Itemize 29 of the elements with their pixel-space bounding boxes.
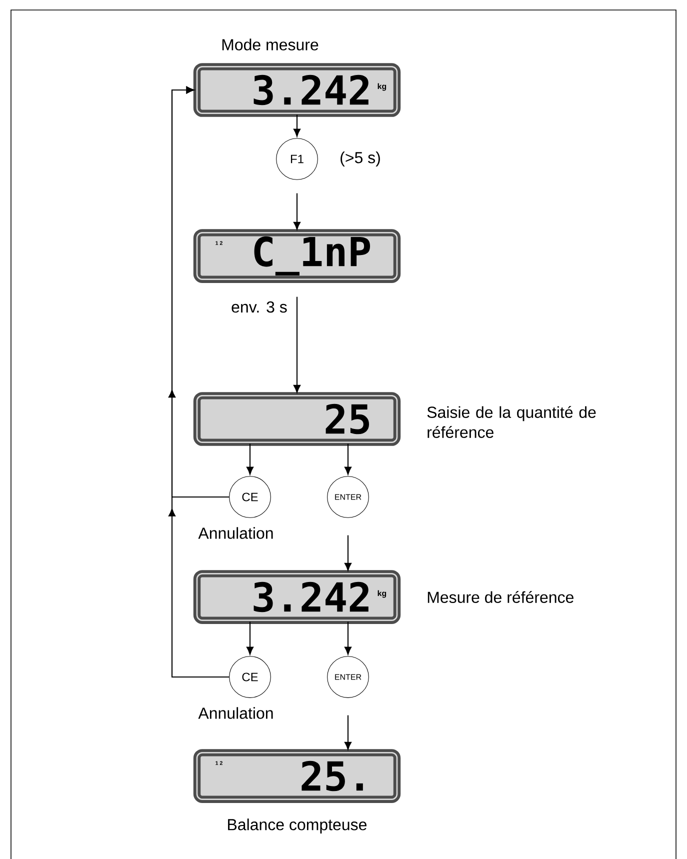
arrow xyxy=(293,114,301,137)
display-reading: 25 xyxy=(326,404,370,434)
unit-label: kg xyxy=(378,590,386,598)
key-button: ENTER xyxy=(327,476,369,518)
key-button: F1 xyxy=(276,138,318,180)
key-button: ENTER xyxy=(327,656,369,698)
step-caption: Saisie de la quantité de référence xyxy=(427,406,596,438)
arrow xyxy=(246,444,254,475)
display-reading: 3.242 xyxy=(254,74,368,106)
arrow xyxy=(344,622,352,655)
arrow xyxy=(344,715,352,750)
display-reading: C_1nP xyxy=(254,236,370,276)
display-reading: 3.242 xyxy=(254,582,368,612)
edge-label: env. 3 s xyxy=(230,300,289,314)
arrow xyxy=(293,296,301,393)
key-button: CE xyxy=(229,656,271,698)
step-caption: Mesure de référence xyxy=(428,591,574,603)
step-caption: (>5 s) xyxy=(340,152,380,166)
display-title: Mode mesure xyxy=(222,38,318,50)
arrow xyxy=(293,193,301,230)
unit-label: kg xyxy=(378,83,386,91)
step-caption: Annulation xyxy=(198,707,273,719)
arrow xyxy=(344,444,352,475)
arrow xyxy=(344,535,352,571)
arrow xyxy=(246,622,254,655)
return-arrow xyxy=(168,86,230,678)
step-caption: Annulation xyxy=(198,527,273,539)
step-caption: Balance compteuse xyxy=(228,818,366,834)
key-button: CE xyxy=(229,476,271,518)
